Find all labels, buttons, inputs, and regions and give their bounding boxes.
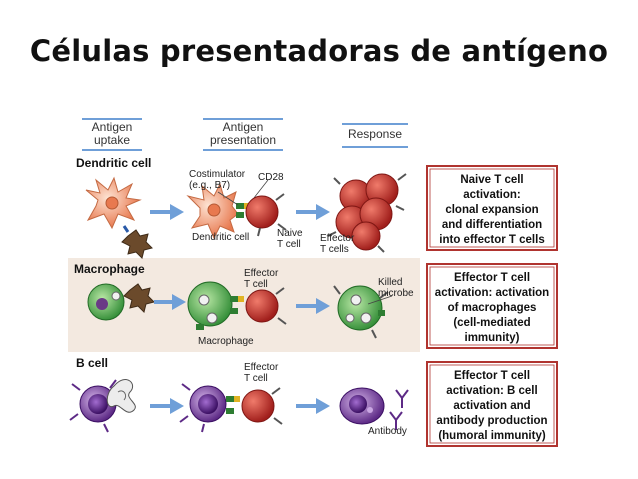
label-cd28: CD28 [258, 172, 284, 183]
label-effector: Effector [320, 233, 355, 244]
effector-t-cells-cluster [327, 173, 407, 253]
label-effector: Effector [244, 362, 279, 373]
arrow-icon [150, 398, 184, 414]
header-uptake: Antigen uptake [82, 118, 142, 151]
macrophage-uptake [87, 283, 125, 321]
label-naive-tcell: T cell [277, 239, 301, 250]
activated-macrophage [333, 285, 393, 339]
microbe-icon [121, 229, 153, 259]
microbe-icon [123, 283, 155, 313]
label-costimulator-eg: (e.g., B7) [189, 180, 230, 191]
svg-text:uptake: uptake [94, 133, 130, 147]
svg-text:Naive T cell: Naive T cell [460, 174, 523, 186]
dendritic-cell-presenting [186, 182, 239, 240]
label-effector: Effector [244, 268, 279, 279]
arrow-icon [154, 294, 186, 310]
label-naive: Naive [277, 228, 303, 239]
label-killed: Killed [378, 277, 402, 288]
arrow-icon [150, 204, 184, 220]
label-effector-tcells: T cells [320, 244, 349, 255]
row-label-bcell: B cell [76, 356, 108, 370]
svg-text:Antigen: Antigen [223, 120, 264, 134]
svg-text:activation: activation: activation: activation [435, 287, 549, 299]
label-killed-microbe: microbe [378, 288, 414, 299]
svg-text:antibody production: antibody production [436, 415, 547, 427]
svg-text:activation:: activation: [463, 189, 521, 201]
label-antibody: Antibody [368, 426, 407, 437]
outcome-box-naive-activation: Naive T cell activation: clonal expansio… [426, 165, 558, 251]
macrophage-presenting [187, 281, 238, 330]
arrow-icon [296, 398, 330, 414]
b-cell-presenting [179, 383, 234, 433]
header-presentation: Antigen presentation [203, 118, 283, 151]
dendritic-cell-uptake [85, 176, 142, 233]
b-cell-uptake [69, 379, 117, 433]
label-macrophage: Macrophage [198, 336, 254, 347]
outcome-box-macrophage-activation: Effector T cell activation: activation o… [426, 263, 558, 349]
protein-antigen-icon [106, 379, 136, 413]
naive-t-cell [245, 193, 287, 237]
svg-text:activation and: activation and [453, 400, 530, 412]
label-effector-tcell: T cell [244, 373, 268, 384]
arrow-icon [296, 204, 330, 220]
svg-text:immunity): immunity) [465, 332, 520, 344]
svg-text:of macrophages: of macrophages [448, 302, 537, 314]
header-response: Response [342, 123, 408, 148]
svg-text:presentation: presentation [210, 133, 276, 147]
plasma-cell [339, 387, 385, 425]
svg-text:clonal expansion: clonal expansion [445, 204, 538, 216]
label-effector-tcell: T cell [244, 279, 268, 290]
page-title: Células presentadoras de antígeno [29, 34, 609, 68]
costimulator-b7-icon [217, 191, 244, 218]
svg-text:Antigen: Antigen [92, 120, 133, 134]
svg-text:Effector T cell: Effector T cell [454, 370, 530, 382]
arrow-icon [296, 298, 330, 314]
svg-text:into effector T cells: into effector T cells [439, 234, 544, 246]
outcome-box-bcell-activation: Effector T cell activation: B cell activ… [426, 361, 558, 447]
svg-text:(humoral immunity): (humoral immunity) [438, 430, 546, 442]
effector-t-cell [238, 287, 287, 325]
row-label-macrophage: Macrophage [74, 262, 145, 276]
svg-text:(cell-mediated: (cell-mediated [453, 317, 530, 329]
svg-text:and differentiation: and differentiation [442, 219, 542, 231]
antibody-icon [389, 389, 409, 430]
svg-text:activation: B cell: activation: B cell [446, 385, 537, 397]
label-dendritic-cell: Dendritic cell [192, 232, 249, 243]
label-costimulator: Costimulator [189, 169, 246, 180]
svg-text:Effector T cell: Effector T cell [454, 272, 530, 284]
row-label-dendritic: Dendritic cell [76, 156, 151, 170]
svg-text:Response: Response [348, 127, 402, 141]
effector-t-cell [234, 387, 283, 425]
